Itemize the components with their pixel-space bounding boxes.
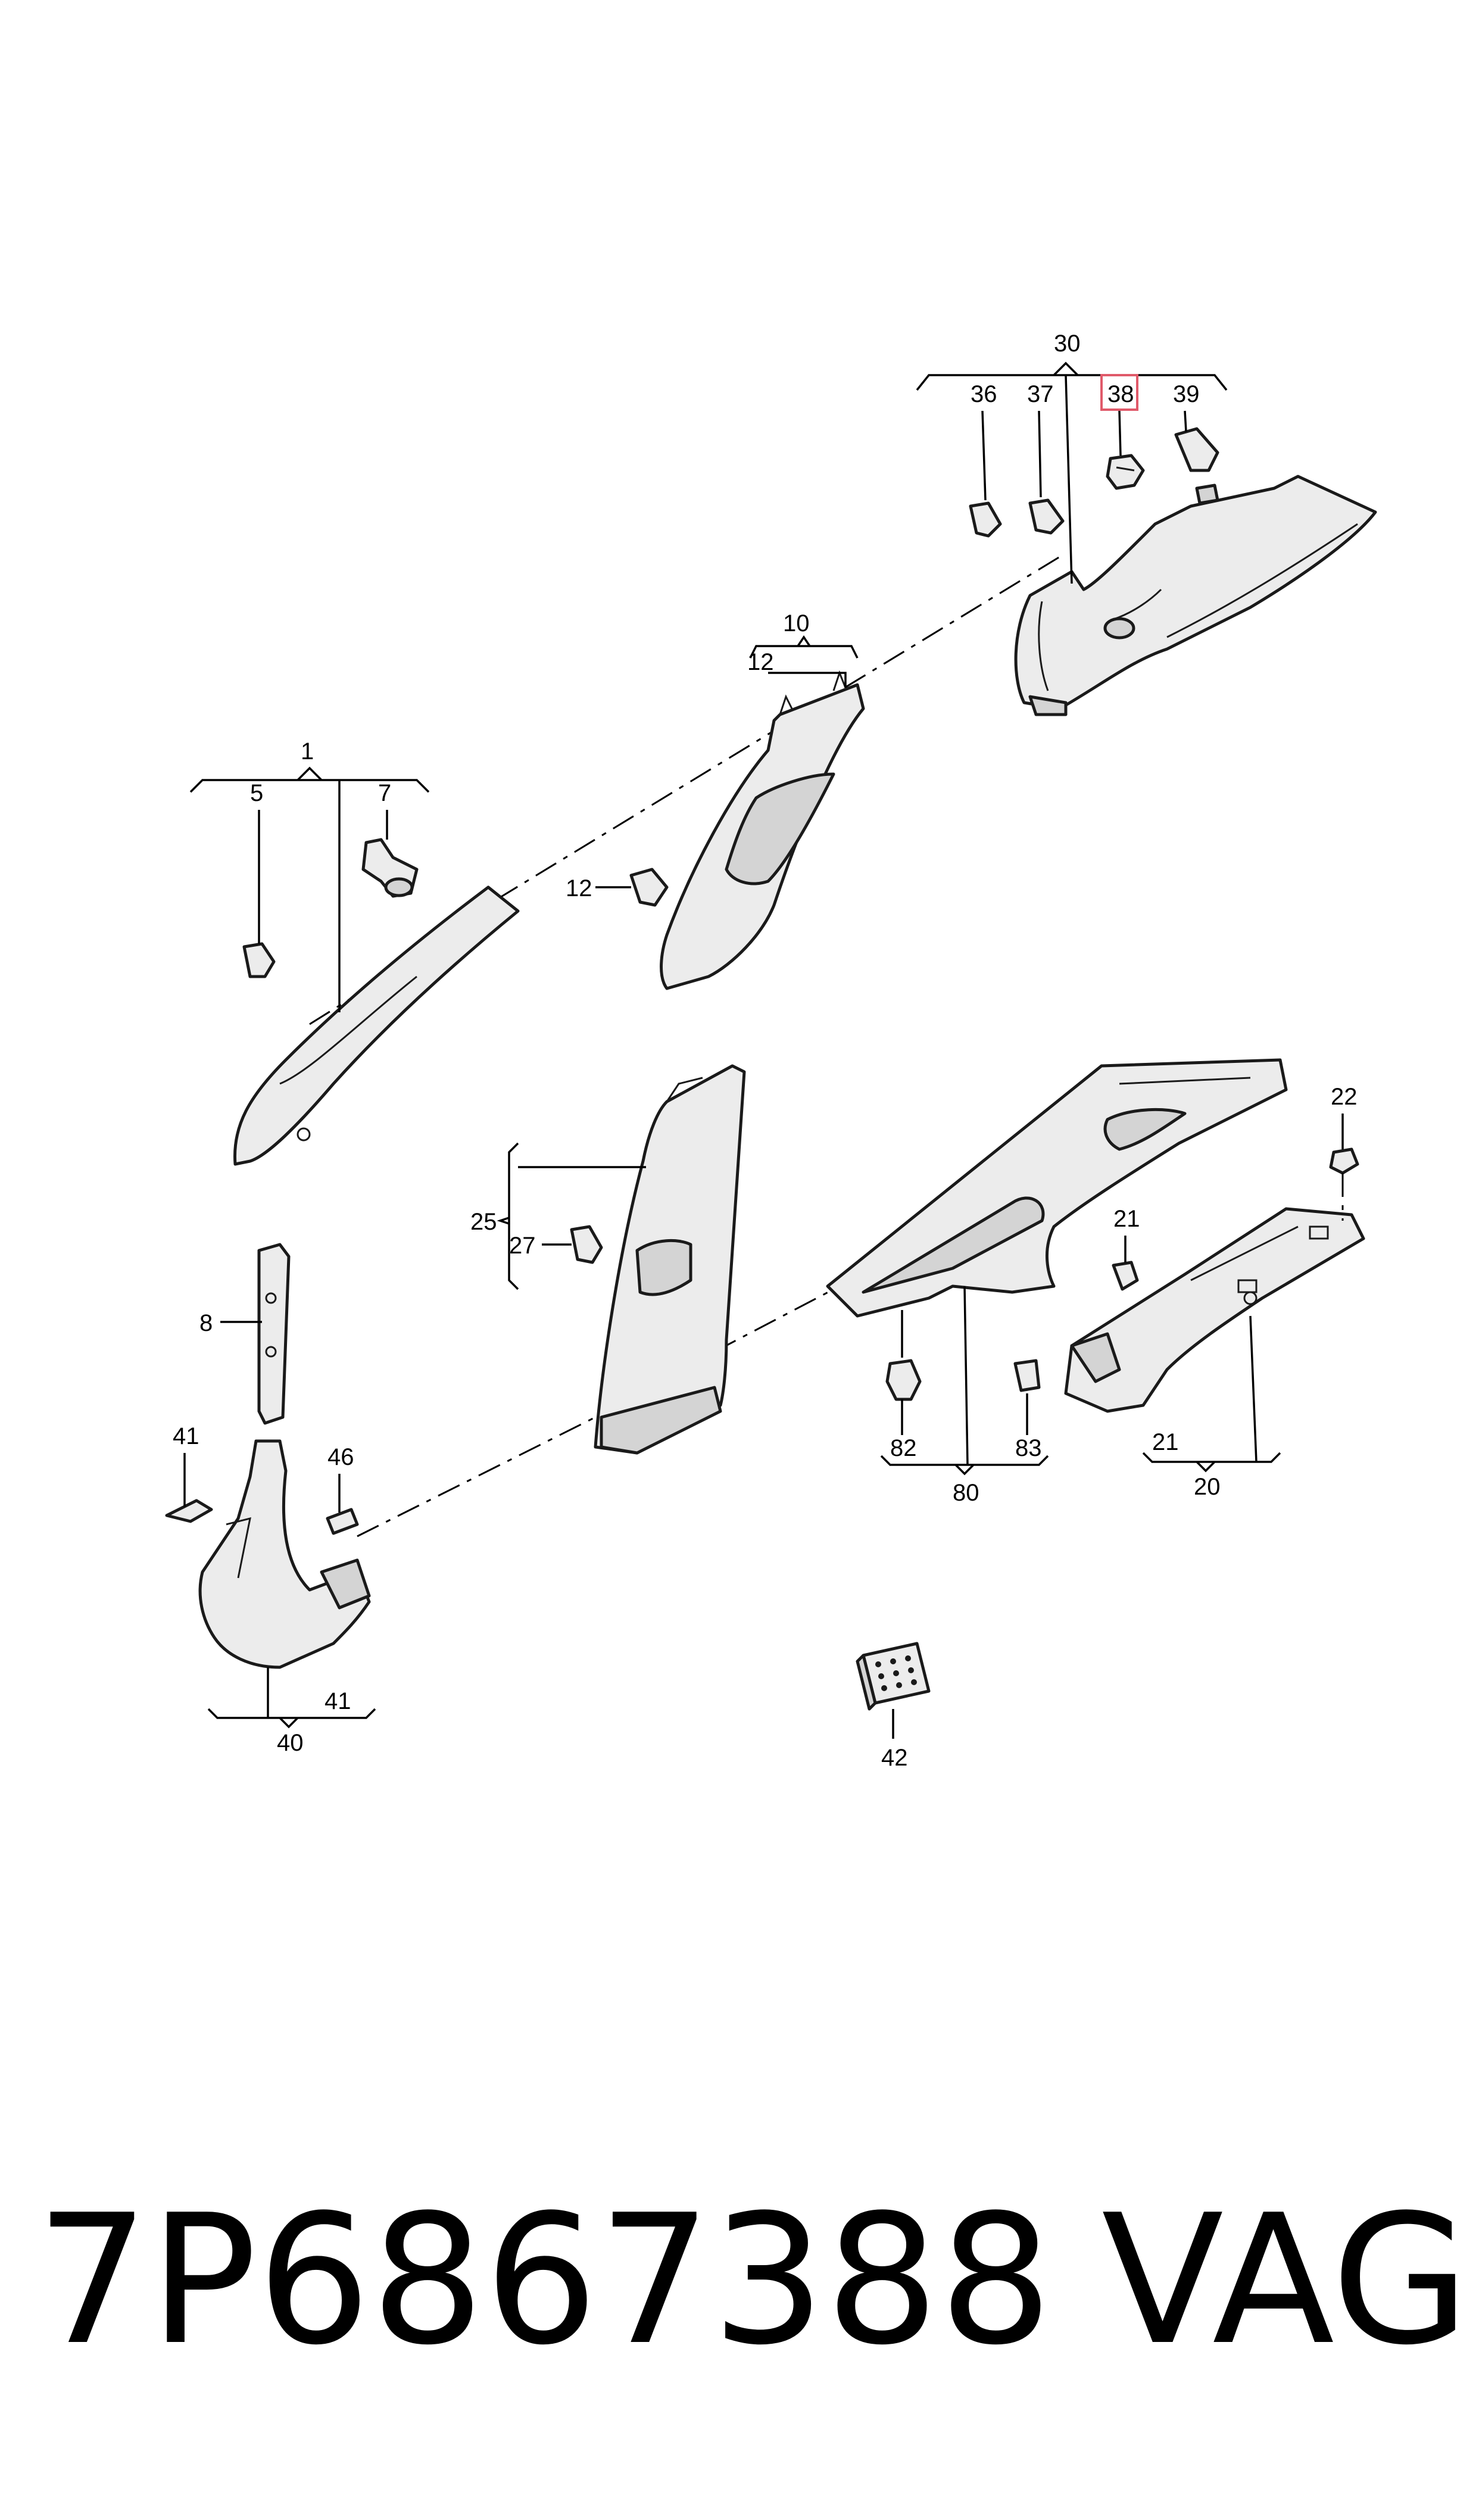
part-30-rear-pillar-trim xyxy=(1014,475,1377,716)
bracket-80 xyxy=(880,1455,1049,1466)
callout-46: 46 xyxy=(327,1444,354,1470)
part-5-clip xyxy=(242,942,276,978)
callout-8: 8 xyxy=(199,1310,213,1336)
callout-22: 22 xyxy=(1331,1084,1358,1110)
part-number-text: 7P6867388 xyxy=(36,2176,1053,2384)
callout-83: 83 xyxy=(1015,1435,1042,1461)
callout-38: 38 xyxy=(1107,381,1134,407)
part-1-a-pillar-trim xyxy=(233,885,520,1166)
callout-25: 25 xyxy=(470,1209,497,1235)
part-37-clip xyxy=(1028,498,1065,535)
part-46-clip xyxy=(326,1508,359,1535)
part-82-clip xyxy=(885,1359,922,1401)
bracket-20 xyxy=(1142,1452,1281,1463)
part-7-clip xyxy=(361,838,419,898)
callout-30: 30 xyxy=(1054,330,1081,357)
part-40-corner-trim xyxy=(198,1439,371,1669)
part-22-nut xyxy=(1329,1147,1359,1175)
callout-20: 20 xyxy=(1194,1474,1221,1500)
brand-text: VAG xyxy=(1102,2176,1470,2384)
part-39-clip xyxy=(1174,427,1219,505)
part-10-pillar-trim xyxy=(660,670,865,990)
callout-10: 10 xyxy=(783,610,810,637)
callout-36: 36 xyxy=(971,381,997,407)
bracket-40 xyxy=(207,1708,376,1719)
part-42-pad xyxy=(856,1642,931,1711)
callout-41-bottom: 41 xyxy=(324,1688,351,1714)
callout-82: 82 xyxy=(890,1435,917,1461)
bracket-25 xyxy=(508,1142,519,1290)
callout-37: 37 xyxy=(1027,381,1054,407)
callout-41-clip: 41 xyxy=(173,1423,199,1449)
part-25-b-pillar-lower xyxy=(594,1064,746,1455)
bracket-10 xyxy=(749,645,859,659)
callout-39: 39 xyxy=(1173,381,1200,407)
highlight-box-38 xyxy=(1100,374,1138,411)
callout-5: 5 xyxy=(250,780,263,806)
bracket-30 xyxy=(916,374,1228,391)
callout-80: 80 xyxy=(953,1480,979,1506)
assembly-line-c xyxy=(357,1410,608,1537)
part-8-strip xyxy=(257,1243,291,1425)
callout-7: 7 xyxy=(378,780,391,806)
callout-42: 42 xyxy=(881,1745,908,1771)
callout-40: 40 xyxy=(277,1730,304,1756)
callout-21-bottom: 21 xyxy=(1152,1429,1179,1455)
callout-1: 1 xyxy=(301,738,314,765)
part-12-clip xyxy=(629,868,669,907)
part-21-clip xyxy=(1112,1261,1139,1291)
part-38-clip xyxy=(1106,454,1145,490)
callout-21-clip: 21 xyxy=(1113,1206,1140,1232)
part-41-clip xyxy=(165,1499,213,1523)
bracket-1 xyxy=(189,779,430,793)
part-27-clip xyxy=(570,1225,603,1264)
callout-12-left: 12 xyxy=(566,875,592,902)
part-80-sill-trim xyxy=(826,1058,1288,1318)
callout-12-top: 12 xyxy=(747,649,774,675)
callout-27: 27 xyxy=(509,1233,536,1259)
part-36-clip xyxy=(969,501,1002,538)
assembly-line-d xyxy=(714,1285,840,1353)
part-20-reinforcement xyxy=(1064,1207,1365,1413)
part-83-clip xyxy=(1013,1359,1041,1392)
